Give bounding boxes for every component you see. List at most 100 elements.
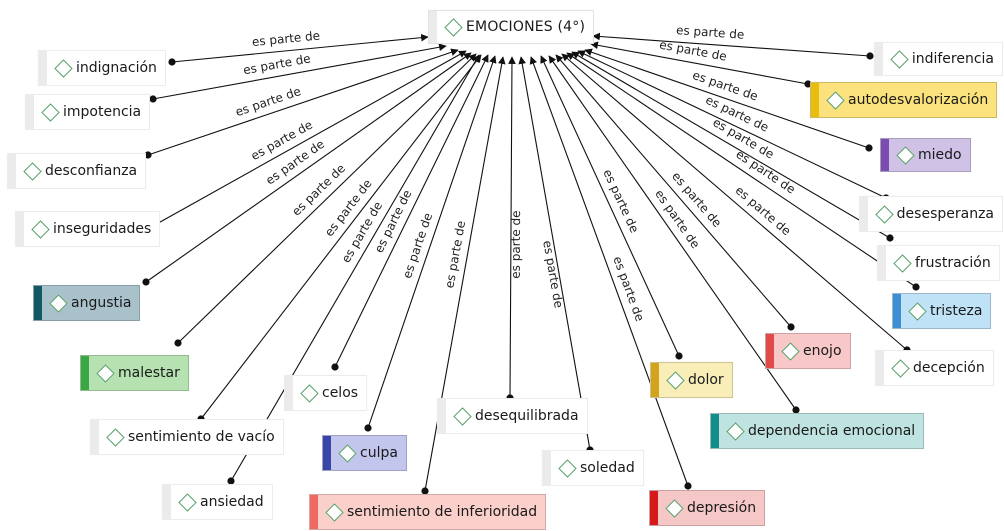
link-line[interactable]: [529, 56, 689, 487]
link-line[interactable]: [177, 53, 477, 344]
link-line[interactable]: [571, 51, 891, 239]
node-color-bar: [711, 414, 719, 448]
diamond-icon: [890, 49, 909, 69]
diamond-icon: [338, 443, 357, 463]
link-line[interactable]: [584, 48, 870, 149]
concept-node-sentimiento-vacio[interactable]: sentimiento de vacío: [90, 419, 284, 455]
node-label: sentimiento de inferioridad: [347, 504, 538, 520]
concept-node-impotencia[interactable]: impotencia: [25, 94, 151, 130]
link-line[interactable]: [152, 50, 467, 227]
diamond-icon: [896, 145, 915, 165]
concept-node-frustracion[interactable]: frustración: [877, 245, 1000, 281]
node-color-bar: [285, 376, 293, 410]
link-line[interactable]: [555, 54, 792, 328]
concept-node-indignacion[interactable]: indignación: [38, 50, 166, 86]
link-label: es parte de: [442, 220, 468, 290]
link-label: es parte de: [658, 38, 728, 64]
link-indiferencia: es parte de: [592, 23, 874, 60]
link-line[interactable]: [334, 54, 489, 368]
link-line[interactable]: [592, 32, 871, 57]
link-line[interactable]: [152, 43, 447, 100]
node-label: frustración: [915, 255, 991, 271]
node-color-bar: [438, 399, 446, 433]
node-label: culpa: [360, 445, 398, 461]
node-label: dependencia emocional: [748, 423, 916, 439]
link-line[interactable]: [367, 55, 497, 429]
link-start-dot: [174, 339, 182, 347]
concept-node-culpa[interactable]: culpa: [322, 435, 407, 471]
concept-node-tristeza[interactable]: tristeza: [892, 293, 992, 329]
node-label: autodesvalorización: [848, 92, 989, 108]
link-line[interactable]: [145, 52, 472, 283]
concept-node-soledad[interactable]: soledad: [542, 450, 644, 486]
link-start-dot: [912, 283, 920, 291]
link-start-dot: [792, 406, 800, 414]
node-color-bar: [91, 420, 99, 454]
diamond-icon: [31, 219, 50, 239]
node-label: indiferencia: [911, 51, 994, 67]
node-label: enojo: [803, 343, 842, 359]
concept-node-desequilibrada[interactable]: desequilibrada: [437, 398, 588, 434]
concept-node-ansiedad[interactable]: ansiedad: [162, 484, 273, 520]
concept-node-depresion[interactable]: depresión: [649, 490, 766, 526]
node-color-bar: [16, 212, 24, 246]
link-label: es parte de: [251, 29, 320, 50]
link-label: es parte de: [676, 23, 745, 42]
concept-node-indiferencia[interactable]: indiferencia: [873, 42, 1003, 76]
link-line[interactable]: [548, 55, 797, 411]
link-line[interactable]: [147, 48, 459, 156]
concept-node-celos[interactable]: celos: [284, 375, 368, 411]
node-label: EMOCIONES (4°): [466, 19, 586, 35]
concept-node-angustia[interactable]: angustia: [33, 285, 141, 321]
link-line[interactable]: [230, 54, 480, 482]
link-indignacion: es parte de: [168, 29, 429, 66]
node-color-bar: [543, 451, 551, 485]
node-label: malestar: [118, 365, 180, 381]
node-label: tristeza: [930, 303, 983, 319]
diamond-icon: [106, 427, 125, 447]
concept-node-desesperanza[interactable]: desesperanza: [858, 196, 1003, 232]
link-enojo: es parte de: [555, 54, 795, 331]
link-line[interactable]: [577, 50, 887, 199]
concept-node-enojo[interactable]: enojo: [765, 333, 851, 369]
concept-node-decepcion[interactable]: decepción: [875, 350, 994, 386]
concept-node-autodesvalorizacion[interactable]: autodesvalorización: [810, 82, 998, 118]
node-color-bar: [39, 51, 47, 85]
node-color-bar: [859, 197, 868, 231]
concept-node-desconfianza[interactable]: desconfianza: [7, 153, 147, 189]
link-line[interactable]: [566, 52, 917, 288]
link-line[interactable]: [540, 55, 680, 357]
diamond-icon: [54, 58, 73, 78]
diamond-icon: [726, 421, 745, 441]
link-line[interactable]: [508, 56, 516, 399]
concept-node-inseguridades[interactable]: inseguridades: [15, 211, 161, 247]
diamond-icon: [874, 204, 894, 224]
node-label: impotencia: [63, 104, 142, 120]
node-label: angustia: [71, 295, 132, 311]
node-color-bar: [429, 11, 437, 43]
link-start-dot: [331, 363, 339, 371]
concept-node-inferioridad[interactable]: sentimiento de inferioridad: [309, 494, 547, 530]
concept-node-dolor[interactable]: dolor: [650, 362, 733, 398]
node-label: indignación: [76, 60, 157, 76]
link-start-dot: [684, 482, 692, 490]
link-malestar: es parte de: [174, 53, 477, 347]
link-start-dot: [886, 234, 894, 242]
link-line[interactable]: [518, 56, 591, 451]
concept-node-malestar[interactable]: malestar: [80, 355, 189, 391]
diamond-icon: [178, 492, 197, 512]
link-line[interactable]: [561, 53, 908, 351]
concept-node-miedo[interactable]: miedo: [880, 138, 971, 172]
diamond-icon: [891, 358, 910, 378]
diamond-icon: [23, 161, 42, 181]
link-start-dot: [804, 80, 812, 88]
node-color-bar: [881, 139, 889, 171]
concept-node-dependencia[interactable]: dependencia emocional: [710, 413, 925, 449]
central-node[interactable]: EMOCIONES (4°): [428, 10, 595, 44]
diamond-icon: [665, 498, 684, 518]
link-line[interactable]: [200, 54, 482, 420]
node-color-bar: [893, 294, 901, 328]
link-line[interactable]: [590, 41, 809, 85]
link-line[interactable]: [171, 33, 429, 63]
